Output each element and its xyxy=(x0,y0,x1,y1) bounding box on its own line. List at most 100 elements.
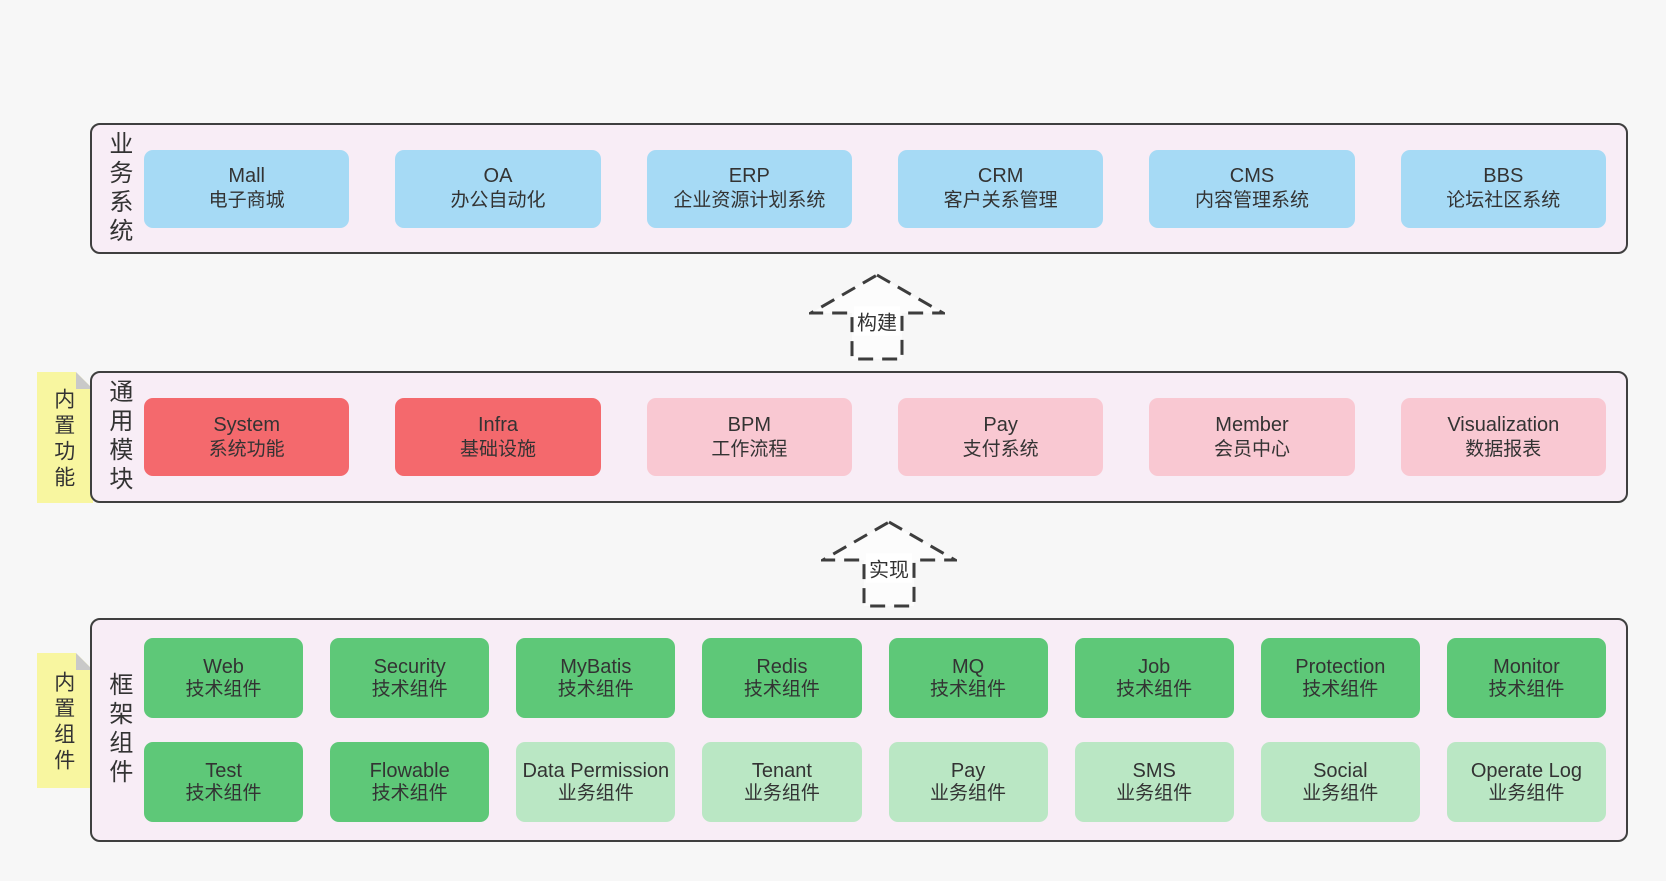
box-bbs: BBS 论坛社区系统 xyxy=(1400,149,1606,228)
band-framework-components: 框架组件 Web 技术组件 Security 技术组件 MyBatis 技术组件… xyxy=(90,618,1628,842)
sticky-text: 内置组件 xyxy=(51,671,75,776)
box-subtitle: 技术组件 xyxy=(743,678,820,700)
arrow-implement-label: 实现 xyxy=(866,553,912,583)
box-infra: Infra 基础设施 xyxy=(395,398,601,476)
box-subtitle: 业务组件 xyxy=(1488,782,1565,804)
box-title: SMS xyxy=(1132,759,1176,782)
box-subtitle: 电子商城 xyxy=(208,190,285,212)
box-pay-component: Pay 业务组件 xyxy=(888,742,1048,822)
box-title: Test xyxy=(205,759,242,782)
band-label-text: 通用模块 xyxy=(104,379,132,495)
box-subtitle: 业务组件 xyxy=(1302,782,1379,804)
box-redis: Redis 技术组件 xyxy=(702,638,862,718)
box-title: CRM xyxy=(977,165,1024,188)
band-label-text: 框架组件 xyxy=(104,672,132,788)
sticky-built-in-functions: 内置功能 xyxy=(37,372,93,503)
box-data-permission: Data Permission 业务组件 xyxy=(516,742,676,822)
arrow-implement: 实现 xyxy=(821,520,957,608)
box-title: Web xyxy=(203,655,244,678)
box-title: Visualization xyxy=(1447,413,1560,436)
box-subtitle: 技术组件 xyxy=(1116,678,1193,700)
box-test: Test 技术组件 xyxy=(144,742,304,822)
box-title: Redis xyxy=(756,655,808,678)
box-subtitle: 技术组件 xyxy=(1488,678,1565,700)
box-subtitle: 技术组件 xyxy=(1302,678,1379,700)
box-mybatis: MyBatis 技术组件 xyxy=(516,638,676,718)
box-system: System 系统功能 xyxy=(144,398,350,476)
box-crm: CRM 客户关系管理 xyxy=(897,149,1104,228)
box-monitor: Monitor 技术组件 xyxy=(1446,638,1606,718)
box-subtitle: 技术组件 xyxy=(185,782,262,804)
box-title: ERP xyxy=(728,165,770,188)
box-title: OA xyxy=(483,165,513,188)
box-title: Pay xyxy=(983,413,1018,436)
box-visualization: Visualization 数据报表 xyxy=(1400,398,1606,476)
box-subtitle: 办公自动化 xyxy=(450,190,546,212)
band-components-label: 框架组件 xyxy=(92,620,140,840)
box-subtitle: 业务组件 xyxy=(557,782,634,804)
component-row-2: Test 技术组件 Flowable 技术组件 Data Permission … xyxy=(144,742,1606,822)
box-operate-log: Operate Log 业务组件 xyxy=(1446,742,1606,822)
box-title: BPM xyxy=(727,413,771,436)
box-subtitle: 工作流程 xyxy=(711,438,788,460)
box-subtitle: 会员中心 xyxy=(1213,438,1290,460)
box-title: Tenant xyxy=(751,759,812,782)
box-title: BBS xyxy=(1483,165,1524,188)
box-subtitle: 内容管理系统 xyxy=(1194,190,1309,212)
box-subtitle: 系统功能 xyxy=(208,438,285,460)
box-title: Data Permission xyxy=(522,759,670,782)
box-subtitle: 技术组件 xyxy=(557,678,634,700)
box-subtitle: 企业资源计划系统 xyxy=(673,190,826,212)
box-oa: OA 办公自动化 xyxy=(395,149,601,228)
box-title: Job xyxy=(1138,655,1171,678)
box-pay-module: Pay 支付系统 xyxy=(897,398,1104,476)
box-job: Job 技术组件 xyxy=(1074,638,1234,718)
box-title: Member xyxy=(1215,413,1289,436)
box-subtitle: 业务组件 xyxy=(930,782,1007,804)
box-title: Monitor xyxy=(1493,655,1560,678)
box-subtitle: 技术组件 xyxy=(371,678,448,700)
arrow-build-label: 构建 xyxy=(854,306,900,336)
box-title: Security xyxy=(373,655,446,678)
box-subtitle: 论坛社区系统 xyxy=(1446,190,1561,212)
box-subtitle: 基础设施 xyxy=(459,438,536,460)
box-bpm: BPM 工作流程 xyxy=(646,398,852,476)
band-modules-label: 通用模块 xyxy=(92,373,140,501)
box-title: Social xyxy=(1313,759,1368,782)
arrow-build: 构建 xyxy=(809,273,945,361)
box-subtitle: 技术组件 xyxy=(930,678,1007,700)
box-title: Operate Log xyxy=(1470,759,1583,782)
box-security: Security 技术组件 xyxy=(330,638,490,718)
band-business-systems: 业务系统 Mall 电子商城 OA 办公自动化 ERP 企业资源计划系统 CRM… xyxy=(90,123,1628,254)
box-subtitle: 业务组件 xyxy=(1116,782,1193,804)
box-title: MQ xyxy=(951,655,985,678)
box-sms: SMS 业务组件 xyxy=(1074,742,1234,822)
component-row-1: Web 技术组件 Security 技术组件 MyBatis 技术组件 Redi… xyxy=(144,638,1606,718)
box-subtitle: 支付系统 xyxy=(962,438,1039,460)
box-flowable: Flowable 技术组件 xyxy=(330,742,490,822)
box-title: Protection xyxy=(1295,655,1386,678)
box-subtitle: 技术组件 xyxy=(185,678,262,700)
box-protection: Protection 技术组件 xyxy=(1260,638,1420,718)
box-tenant: Tenant 业务组件 xyxy=(702,742,862,822)
box-subtitle: 客户关系管理 xyxy=(943,190,1058,212)
box-subtitle: 数据报表 xyxy=(1465,438,1542,460)
box-title: Flowable xyxy=(369,759,450,782)
box-cms: CMS 内容管理系统 xyxy=(1149,149,1355,228)
band-business-label: 业务系统 xyxy=(92,125,140,252)
box-subtitle: 技术组件 xyxy=(371,782,448,804)
box-title: Infra xyxy=(477,413,518,436)
sticky-built-in-components: 内置组件 xyxy=(37,653,93,788)
box-subtitle: 业务组件 xyxy=(743,782,820,804)
business-boxes: Mall 电子商城 OA 办公自动化 ERP 企业资源计划系统 CRM 客户关系… xyxy=(140,125,1626,252)
box-mall: Mall 电子商城 xyxy=(144,149,350,228)
box-title: Pay xyxy=(950,759,986,782)
box-title: MyBatis xyxy=(560,655,632,678)
component-rows: Web 技术组件 Security 技术组件 MyBatis 技术组件 Redi… xyxy=(140,620,1626,840)
box-social: Social 业务组件 xyxy=(1260,742,1420,822)
band-label-text: 业务系统 xyxy=(104,130,132,247)
sticky-text: 内置功能 xyxy=(51,388,75,493)
box-erp: ERP 企业资源计划系统 xyxy=(646,149,852,228)
box-title: Mall xyxy=(228,165,265,188)
